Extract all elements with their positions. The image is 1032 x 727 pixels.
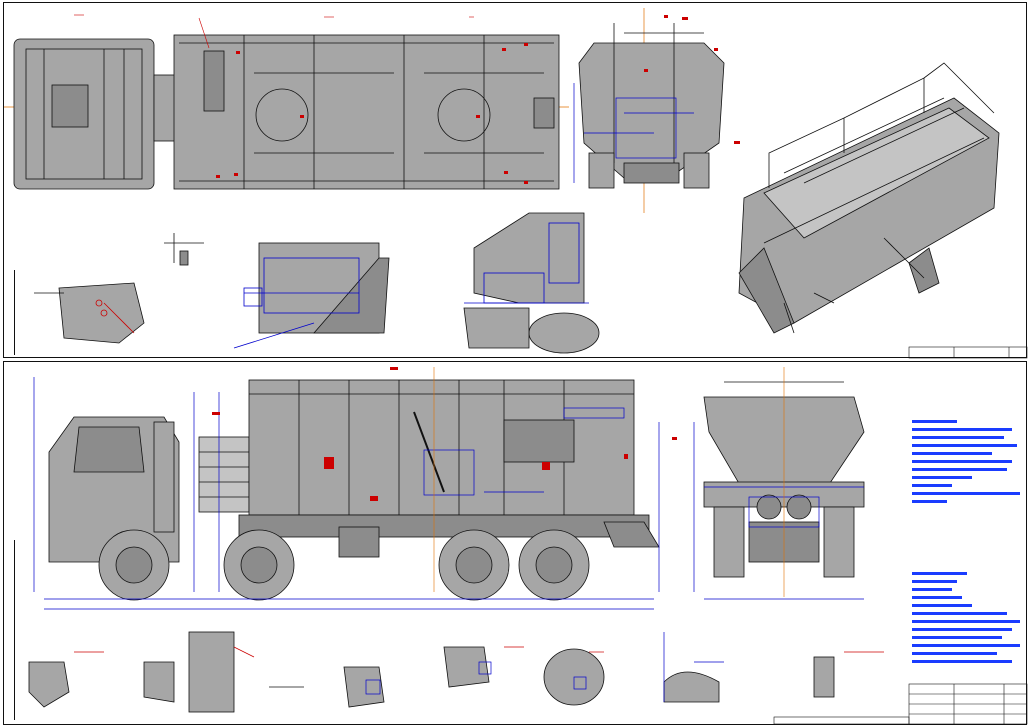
drawing-sheet-bottom	[3, 361, 1028, 725]
drawing-sheet-top	[3, 2, 1028, 359]
detail-5	[343, 666, 385, 708]
detail-2	[143, 661, 175, 703]
cab-roof-inner	[25, 48, 143, 180]
title-block-bottom	[908, 683, 1028, 725]
side-view	[48, 379, 660, 601]
detail-8	[663, 671, 720, 703]
revision-strip	[773, 716, 910, 725]
manhole-1	[255, 88, 309, 142]
detail-1	[28, 661, 70, 708]
section-detail-d	[463, 212, 600, 354]
chassis-frame	[238, 514, 650, 538]
detail-9	[813, 656, 835, 698]
rear-markers	[644, 15, 740, 144]
rear-view-top	[578, 23, 725, 189]
cab-window	[73, 426, 145, 473]
section-detail-b	[164, 233, 204, 266]
top-sheet-graphics	[4, 8, 1028, 359]
plan-markers	[216, 43, 528, 184]
manhole-2	[437, 88, 491, 142]
left-margin-stamp	[4, 540, 15, 720]
left-margin-stamp-top	[4, 270, 15, 355]
ladder-box	[198, 436, 250, 513]
detail-6	[443, 646, 490, 688]
notes-block-lower	[912, 572, 1020, 663]
detail-3	[188, 631, 235, 713]
section-detail-a	[34, 282, 145, 344]
isometric-view	[738, 62, 1000, 334]
detail-leaders	[74, 646, 884, 658]
tank-top	[173, 34, 560, 190]
title-block-top	[908, 346, 1028, 359]
side-view-markers	[212, 367, 677, 501]
bottom-sheet-graphics	[28, 367, 1028, 725]
section-detail-c	[233, 242, 390, 349]
detail-dimensions	[365, 632, 724, 702]
roof-hatch	[51, 84, 89, 128]
detail-row	[28, 631, 835, 713]
notes-block-upper	[912, 420, 1020, 503]
rear-view-dimensions	[573, 83, 694, 183]
plan-view	[13, 34, 560, 190]
side-view-dimensions	[33, 377, 660, 610]
plan-leaders	[74, 14, 474, 49]
